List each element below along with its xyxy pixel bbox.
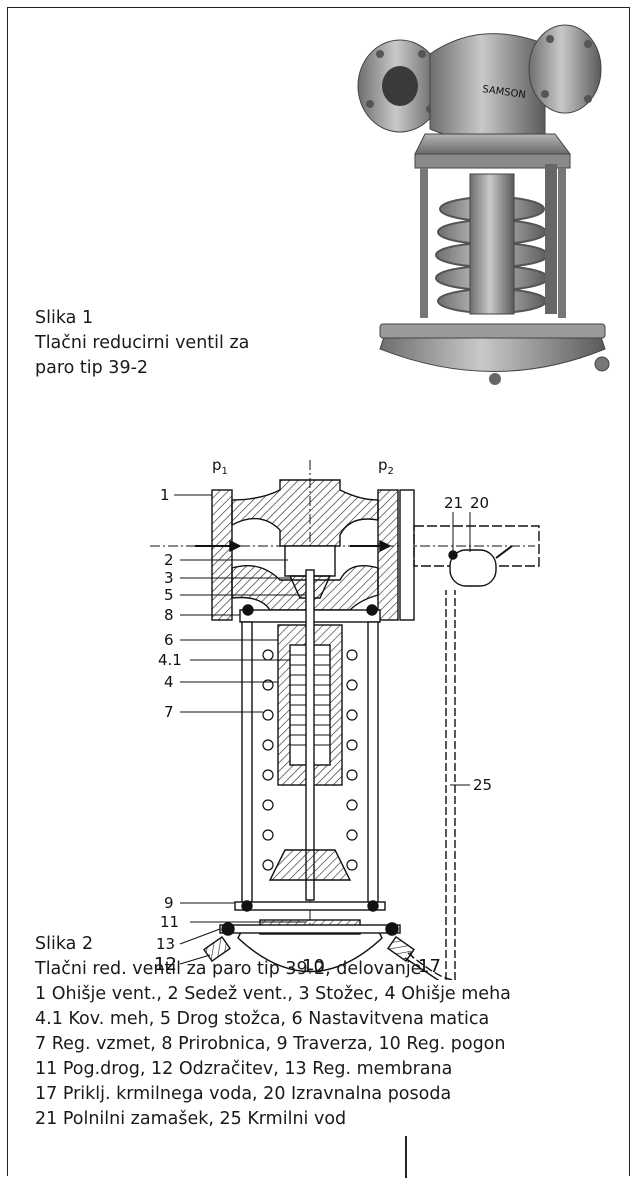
valve-photo: SAMSON xyxy=(330,14,630,394)
callout-7: 7 xyxy=(164,703,174,721)
figure2-caption-line: 4.1 Kov. meh, 5 Drog stožca, 6 Nastavitv… xyxy=(35,1009,490,1029)
callout-9: 9 xyxy=(164,894,174,912)
callout-5: 5 xyxy=(164,586,174,604)
callout-20: 20 xyxy=(470,494,489,512)
callout-11: 11 xyxy=(160,913,179,931)
callout-4: 4 xyxy=(164,673,174,691)
figure2-caption-line: 17 Priklj. krmilnega voda, 20 Izravnalna… xyxy=(35,1084,452,1104)
callout-2: 2 xyxy=(164,551,174,569)
figure2-caption-line: 1 Ohišje vent., 2 Sedež vent., 3 Stožec,… xyxy=(35,984,511,1004)
figure2-caption-line: 21 Polnilni zamašek, 25 Krmilni vod xyxy=(35,1109,347,1129)
callout-21: 21 xyxy=(444,494,463,512)
valve-section-diagram: p1 p2 1 2 3 5 8 6 4.1 4 7 9 11 13 12 10 … xyxy=(150,450,550,989)
figure1-caption: Slika 1 Tlačni reducirni ventil za paro … xyxy=(35,306,335,381)
callout-4-1: 4.1 xyxy=(158,651,182,669)
figure1-caption-line: Slika 1 xyxy=(35,308,94,328)
figure2-caption-line: 7 Reg. vzmet, 8 Prirobnica, 9 Traverza, … xyxy=(35,1034,506,1054)
figure1-caption-line: Tlačni reducirni ventil za xyxy=(35,333,250,353)
column-divider xyxy=(405,1136,407,1178)
page-frame xyxy=(7,7,630,1176)
figure2-caption: Slika 2 Tlačni red. ventil za paro tip 3… xyxy=(35,932,625,1132)
callout-12: 12 xyxy=(154,954,177,975)
callout-8: 8 xyxy=(164,606,174,624)
callout-25: 25 xyxy=(473,776,492,794)
callout-p2: p2 xyxy=(378,456,394,477)
callout-p1: p1 xyxy=(212,456,228,477)
callout-6: 6 xyxy=(164,631,174,649)
callout-1: 1 xyxy=(160,486,170,504)
callout-13: 13 xyxy=(156,935,175,953)
figure1-caption-line: paro tip 39-2 xyxy=(35,358,149,378)
callout-17: 17 xyxy=(418,956,441,977)
figure2-caption-line: Tlačni red. ventil za paro tip 39-2, del… xyxy=(35,959,422,979)
callout-10: 10 xyxy=(302,956,325,977)
figure2-caption-line: 11 Pog.drog, 12 Odzračitev, 13 Reg. memb… xyxy=(35,1059,453,1079)
figure2-caption-line: Slika 2 xyxy=(35,934,94,954)
callout-3: 3 xyxy=(164,569,174,587)
